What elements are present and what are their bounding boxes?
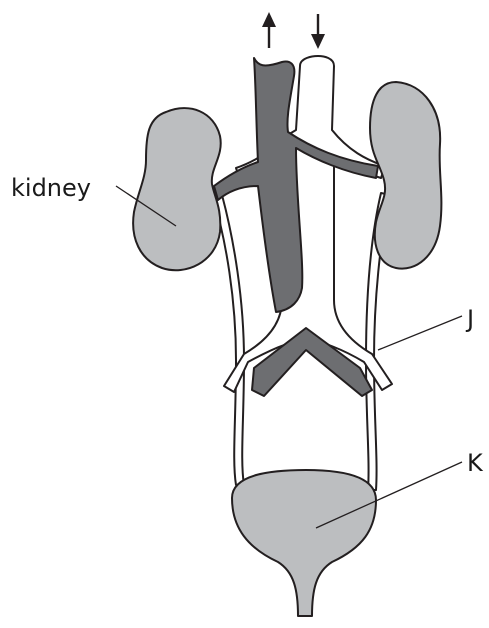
bladder: [232, 470, 376, 616]
label-j: J: [465, 305, 474, 333]
left-kidney: [133, 108, 221, 270]
label-kidney: kidney: [11, 174, 91, 202]
j-leader-line: [378, 316, 462, 350]
arrow-down-icon: [311, 14, 325, 49]
arrow-up-icon: [262, 12, 276, 48]
label-k: K: [467, 449, 484, 477]
